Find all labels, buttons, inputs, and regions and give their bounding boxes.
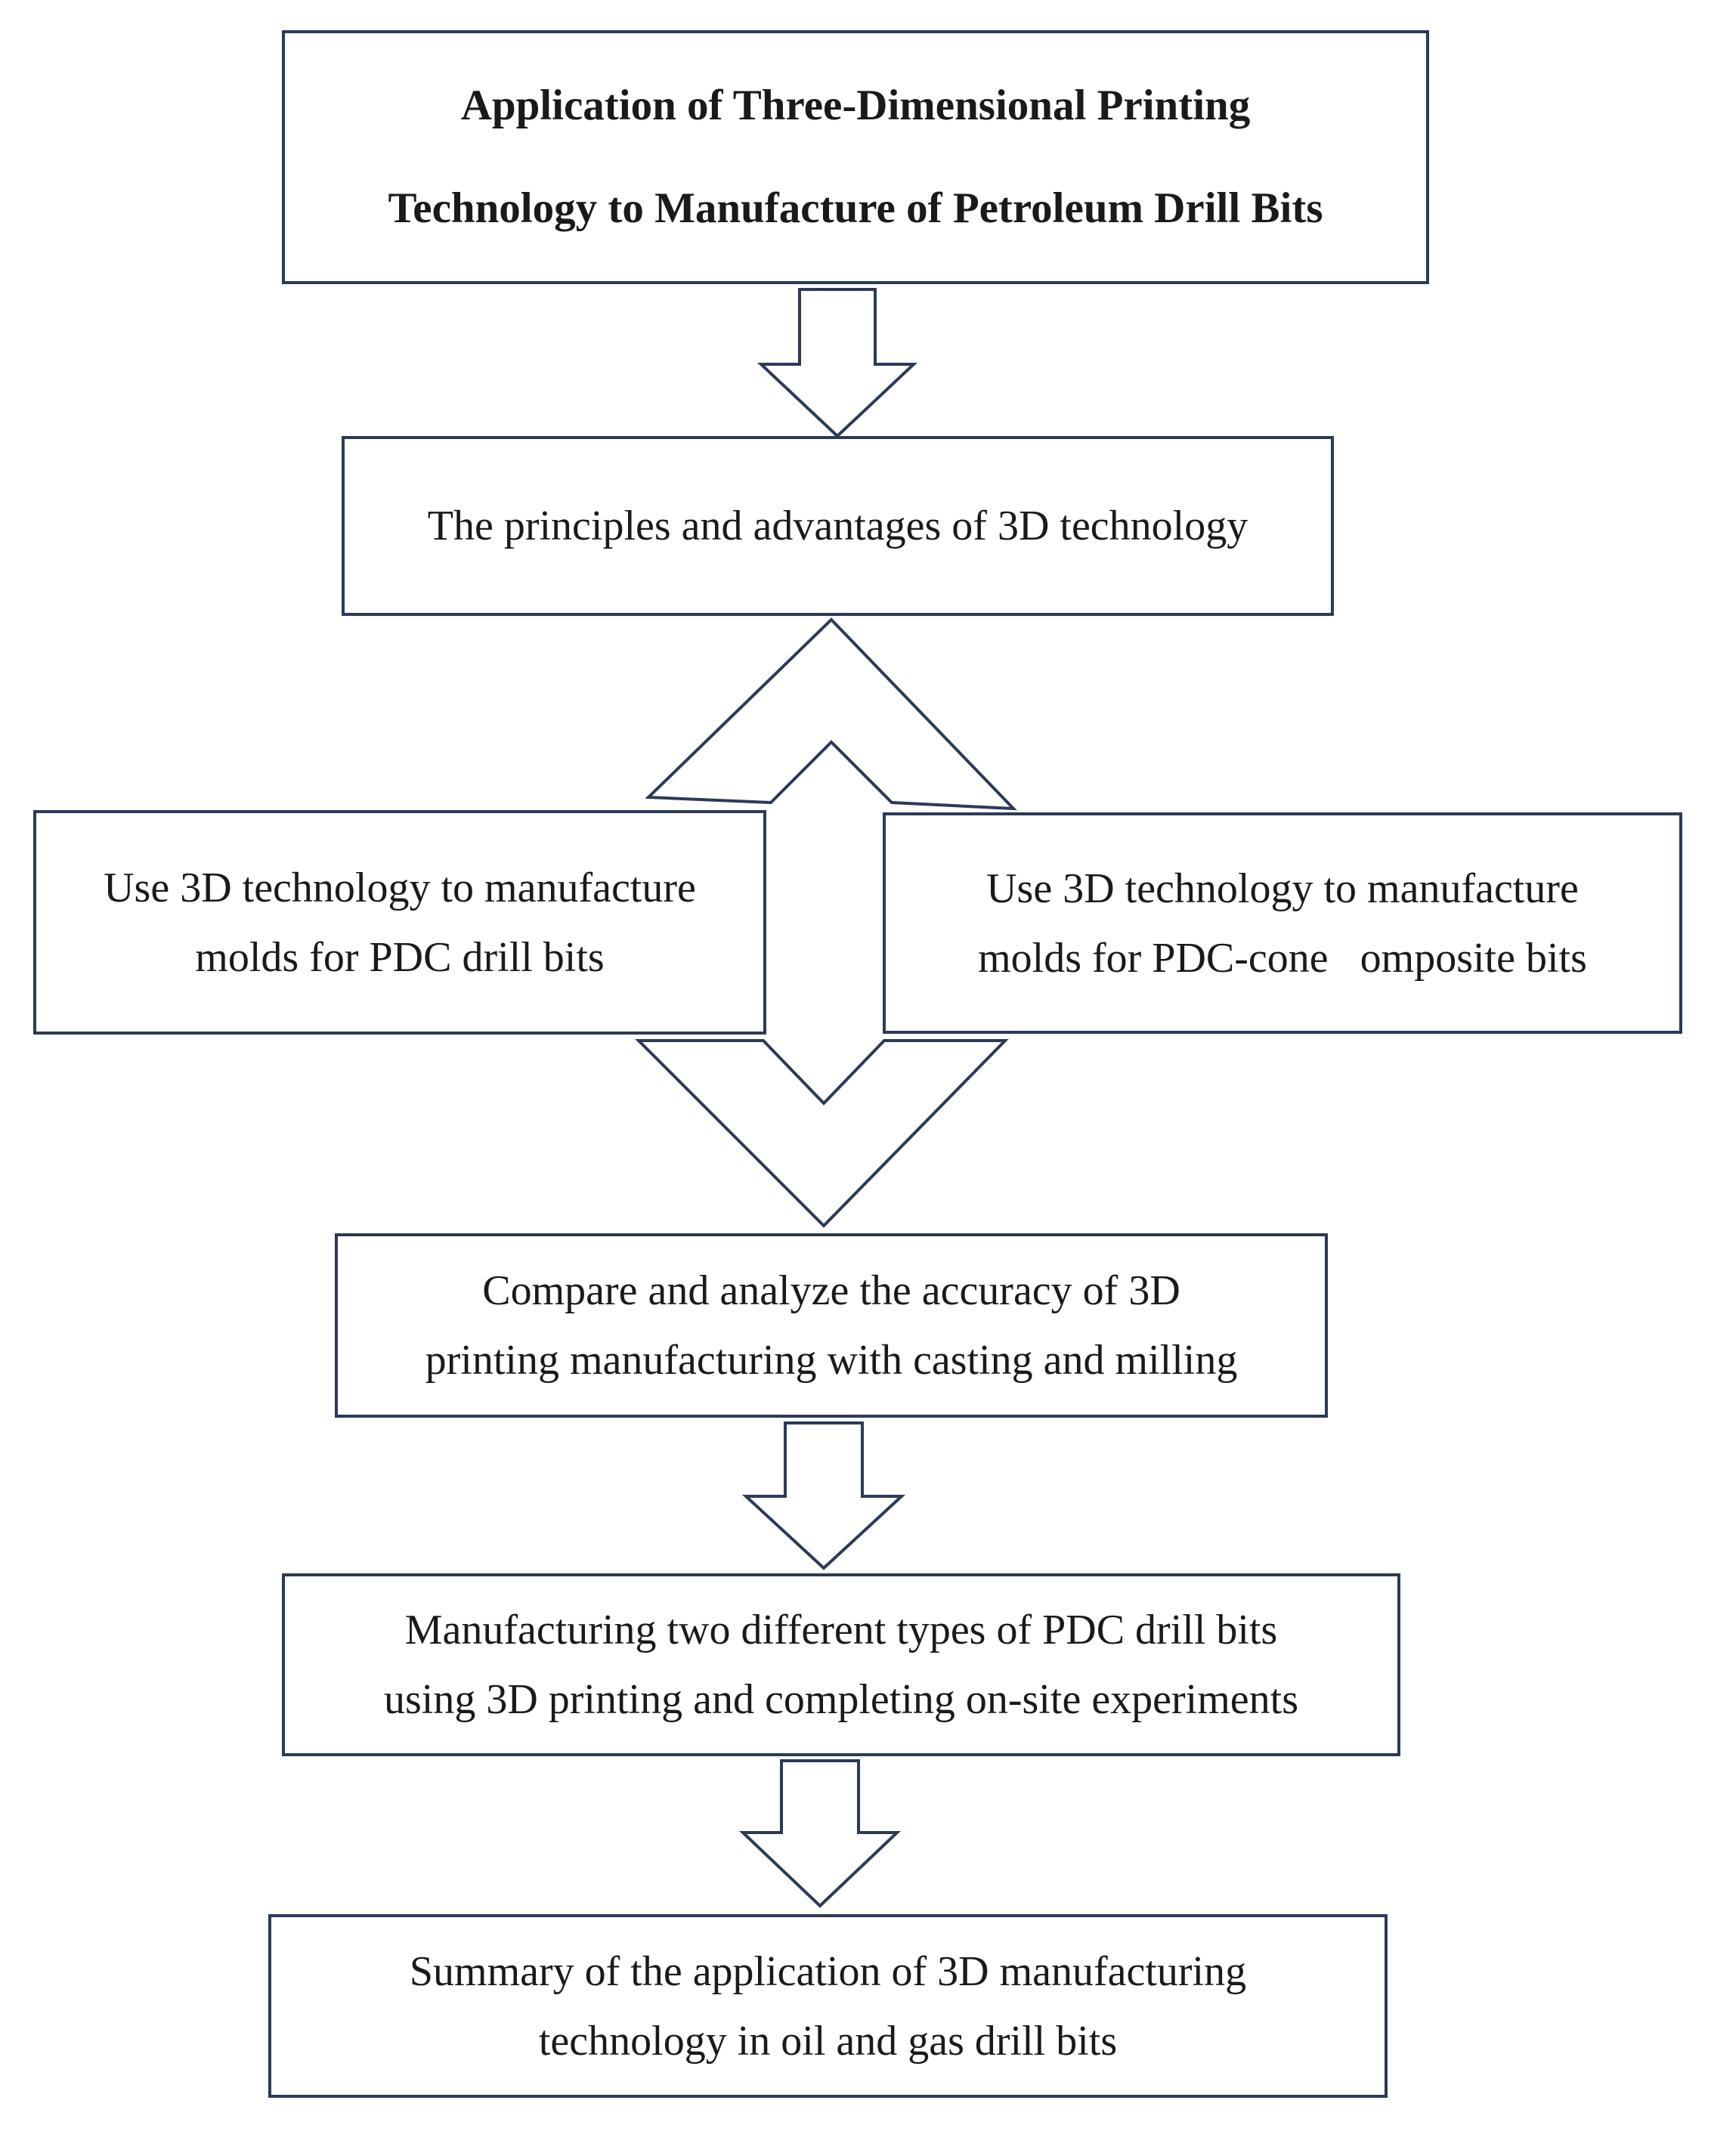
composite-molds-box: Use 3D technology to manufacture molds f… [883,812,1682,1034]
title-line-2: Technology to Manufacture of Petroleum D… [388,184,1323,232]
pdc-molds-box: Use 3D technology to manufacture molds f… [33,810,766,1035]
summary-box: Summary of the application of 3D manufac… [268,1914,1388,2098]
compare-box: Compare and analyze the accuracy of 3D p… [335,1233,1328,1418]
compare-line-2: printing manufacturing with casting and … [425,1337,1238,1384]
compare-line-1: Compare and analyze the accuracy of 3D [482,1267,1180,1314]
manufacturing-line-1: Manufacturing two different types of PDC… [404,1607,1278,1653]
up-chevron-arrow [645,617,1017,811]
composite-molds-line-1: Use 3D technology to manufacture [986,865,1579,912]
down-arrow-2 [741,1421,906,1570]
pdc-molds-line-2: molds for PDC drill bits [195,933,605,981]
summary-line-1: Summary of the application of 3D manufac… [409,1947,1247,1995]
manufacturing-line-2: using 3D printing and completing on-site… [383,1676,1298,1723]
principles-line-1: The principles and advantages of 3D tech… [427,503,1248,549]
pdc-molds-line-1: Use 3D technology to manufacture [104,864,696,911]
title-box: Application of Three-Dimensional Printin… [282,30,1429,284]
down-arrow-1 [756,288,918,438]
down-chevron-arrow [635,1039,1009,1228]
composite-molds-line-2: molds for PDC-cone omposite bits [978,934,1587,982]
principles-box: The principles and advantages of 3D tech… [342,436,1334,616]
manufacturing-box: Manufacturing two different types of PDC… [282,1573,1400,1756]
title-line-1: Application of Three-Dimensional Printin… [460,82,1251,129]
down-arrow-3 [738,1759,902,1908]
summary-line-2: technology in oil and gas drill bits [538,2017,1118,2065]
